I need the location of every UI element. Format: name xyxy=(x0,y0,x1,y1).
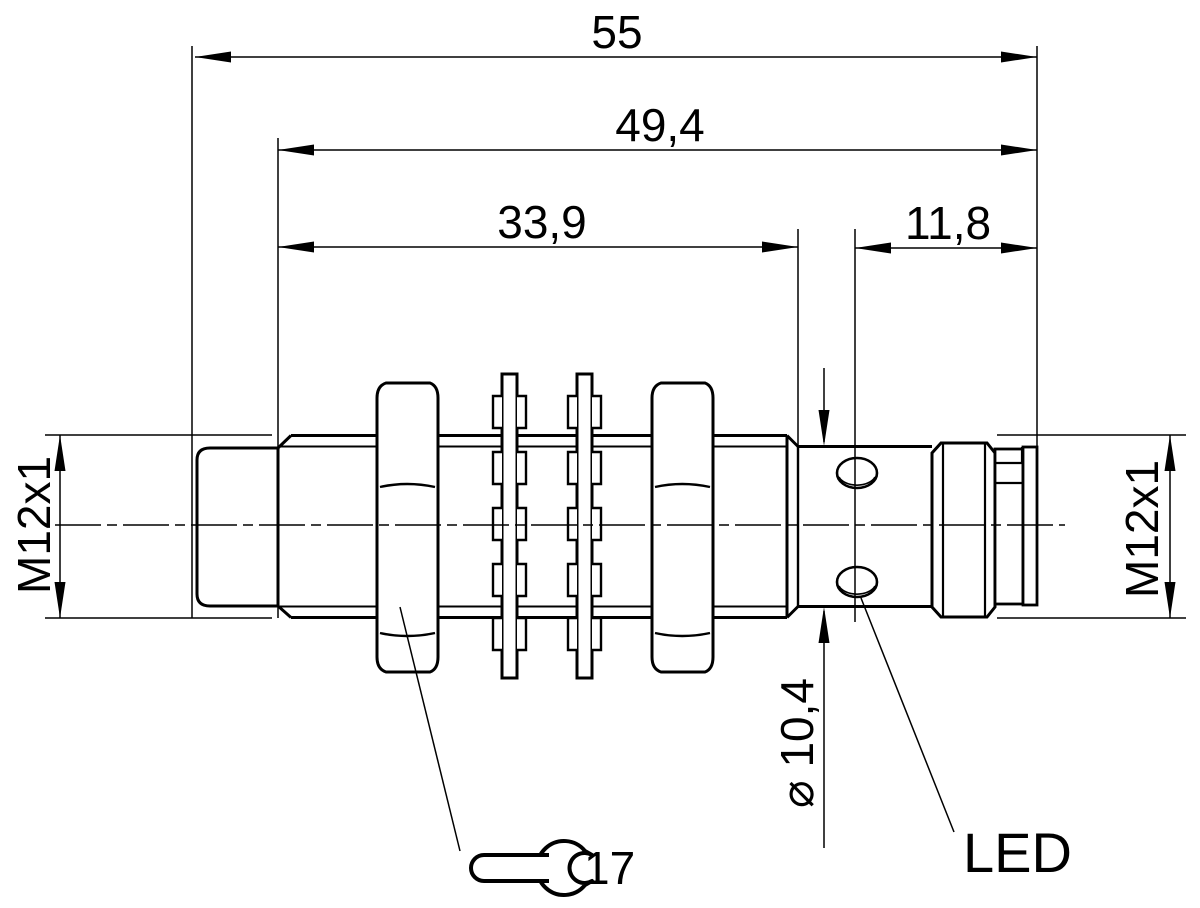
lock-washer-front xyxy=(491,372,528,680)
dimension-front-thread-text: M12x1 xyxy=(8,456,60,594)
thread-end xyxy=(785,434,800,619)
dimension-rear-length: 11,8 xyxy=(855,197,1037,254)
dimension-connector-thread-text: M12x1 xyxy=(1116,460,1168,598)
dimension-connector-thread: M12x1 xyxy=(997,434,1186,619)
dimension-body-length-text: 49,4 xyxy=(615,99,705,151)
sensing-cap xyxy=(195,446,280,608)
wrench-icon xyxy=(469,839,594,897)
led-windows xyxy=(835,456,879,599)
dimension-overall-length: 55 xyxy=(191,6,1038,618)
connector-plug xyxy=(993,445,1039,607)
led-label: LED xyxy=(963,821,1072,884)
dimension-housing-diameter-text: ⌀ 10,4 xyxy=(771,678,823,808)
hex-nut-rear xyxy=(650,381,715,674)
dimension-housing-diameter: ⌀ 10,4 xyxy=(771,368,830,848)
dimension-overall-length-text: 55 xyxy=(591,6,642,58)
dimension-body-length: 49,4 xyxy=(277,99,1037,618)
wrench-callout: 17 xyxy=(399,606,635,897)
connector-hex xyxy=(930,441,997,619)
dimension-front-thread: M12x1 xyxy=(8,434,272,619)
led-window-bottom xyxy=(835,565,879,599)
wrench-size-label: 17 xyxy=(584,842,635,894)
connector-keyway xyxy=(996,447,1024,485)
lock-washer-rear xyxy=(566,372,603,680)
led-callout: LED xyxy=(860,597,1072,884)
dimension-thread-length: 33,9 xyxy=(278,196,799,446)
hex-nut-front xyxy=(375,381,440,674)
dimension-rear-length-text: 11,8 xyxy=(905,197,991,249)
led-window-top xyxy=(835,456,879,490)
led-leader-line xyxy=(860,597,955,833)
wrench-leader-line xyxy=(399,606,461,852)
dimension-thread-length-text: 33,9 xyxy=(497,196,587,248)
